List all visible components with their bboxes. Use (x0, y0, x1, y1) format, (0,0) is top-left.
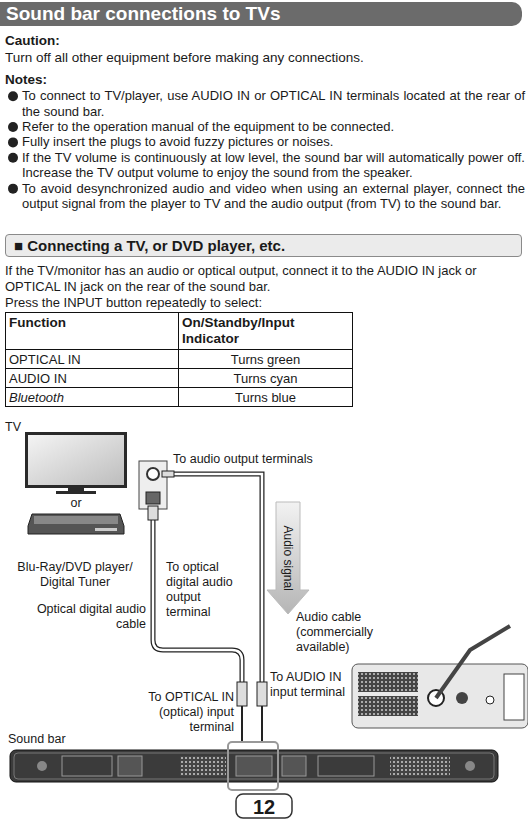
node-text: Blu-Ray/DVD player/ Digital Tuner (8, 560, 142, 590)
note-text: Fully insert the plugs to avoid fuzzy pi… (22, 134, 525, 149)
or-text: or (64, 496, 88, 511)
node-text: TV (5, 420, 35, 435)
heading: Notes: (5, 72, 205, 88)
bullet (8, 91, 18, 101)
callout-label: Audio cable (commercially available) (296, 610, 416, 655)
note-text: Refer to the operation manual of the equ… (22, 119, 525, 134)
signal-arrow (267, 502, 309, 614)
table-cell: OPTICAL IN (9, 352, 174, 368)
body-text: Press the INPUT button repeatedly to sel… (5, 295, 525, 311)
sound-bar-illustration (10, 742, 498, 790)
table-cell: Turns cyan (179, 371, 352, 387)
bullet (8, 184, 18, 194)
node-text: ■ Connecting a TV, or DVD player, etc. (14, 236, 513, 255)
table-grid (5, 312, 353, 407)
note-text: To connect to TV/player, use AUDIO IN or… (22, 88, 525, 119)
table-cell: AUDIO IN (9, 371, 174, 387)
callout-label: To OPTICAL IN (optical) input terminal (128, 690, 234, 735)
device-label: Sound bar (8, 732, 128, 747)
callout-label: To AUDIO IN input terminal (270, 670, 350, 700)
title-band: Sound bar connections to TVs (0, 2, 522, 26)
table-cell: Bluetooth (9, 390, 174, 406)
body-text: If the TV/monitor has an audio or optica… (5, 263, 525, 294)
table-cell: Turns blue (179, 390, 352, 406)
bullet (8, 122, 18, 132)
terminal-panel (139, 461, 167, 509)
player-illustration (28, 514, 124, 534)
table-cell: Function (9, 315, 174, 331)
signal-label: Audio signal (281, 513, 295, 603)
node-text: 12 (236, 794, 292, 820)
callout-label: To optical digital audio output terminal (166, 560, 244, 620)
node-text: Sound bar (8, 732, 128, 747)
rear-panel-inset (352, 626, 528, 728)
bullet (8, 153, 18, 163)
device-label: TV (5, 420, 35, 435)
table-cell: Turns green (179, 352, 352, 368)
bullet (8, 137, 18, 147)
page-number: 12 (236, 794, 292, 820)
device-label: Blu-Ray/DVD player/ Digital Tuner (8, 560, 142, 590)
note-text: If the TV volume is continuously at low … (22, 150, 525, 181)
table-cell: On/Standby/Input Indicator (182, 315, 348, 347)
callout-label: To audio output terminals (173, 452, 373, 467)
caution-text: Turn off all other equipment before maki… (5, 50, 525, 66)
tv-illustration (25, 432, 127, 494)
section-band: ■ Connecting a TV, or DVD player, etc. (5, 234, 522, 257)
heading: Caution: (5, 33, 205, 49)
note-text: To avoid desynchronized audio and video … (22, 181, 525, 212)
callout-label: Optical digital audio cable (20, 602, 146, 632)
